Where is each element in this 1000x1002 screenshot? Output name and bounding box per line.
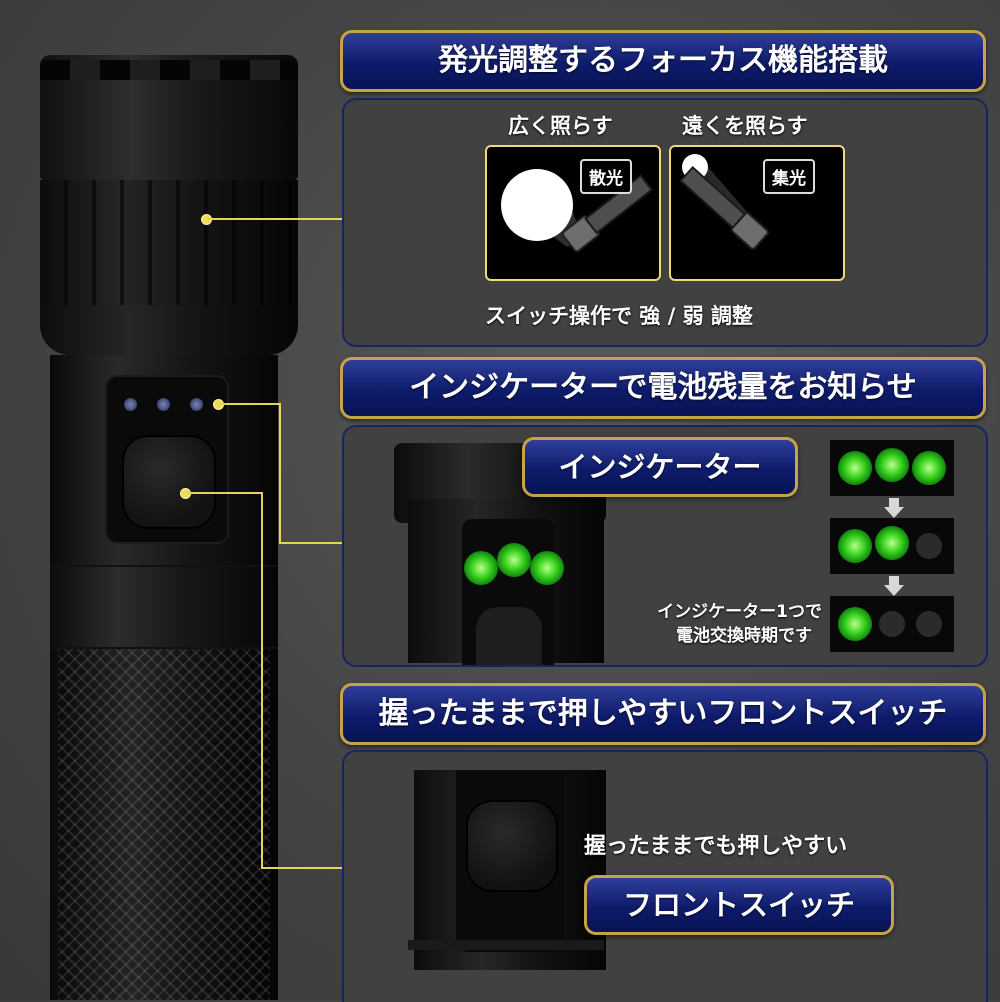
level-2-box [830, 518, 954, 574]
far-caption: 遠くを照らす [682, 114, 808, 138]
callout-line-indicator [279, 403, 281, 543]
wide-tag: 散光 [580, 159, 632, 194]
closeup-band [408, 940, 604, 950]
far-beam-graphic [679, 154, 769, 250]
closeup-led-on [464, 551, 498, 585]
flashlight-neck [40, 300, 298, 355]
switch-label: フロントスイッチ [584, 875, 894, 935]
down-arrow-icon [889, 498, 899, 507]
callout-line-switch [187, 492, 262, 494]
led-off [879, 611, 905, 637]
closeup-switch-button [466, 800, 558, 892]
closeup-switch [476, 607, 542, 665]
flashlight-band [50, 565, 278, 649]
led-on [838, 607, 872, 641]
callout-line-indicator [220, 403, 280, 405]
indicator-led [124, 398, 137, 411]
wide-beam-graphic [501, 169, 654, 253]
down-arrow-icon [884, 507, 904, 518]
led-on [912, 451, 946, 485]
flashlight-crown [40, 60, 298, 80]
indicator-led [190, 398, 203, 411]
down-arrow-icon [889, 576, 899, 585]
led-on [875, 448, 909, 482]
led-on [838, 529, 872, 563]
callout-line-switch [261, 492, 263, 868]
wide-beam-illustration [485, 145, 661, 281]
flashlight-knurled-grip [58, 648, 270, 1000]
led-off [916, 533, 942, 559]
indicator-panel: インジケーター インジケーター1つで 電池交換時期です [342, 425, 988, 667]
front-switch-button [122, 435, 216, 529]
closeup-led-on [530, 551, 564, 585]
callout-line-indicator [279, 542, 343, 544]
indicator-led [157, 398, 170, 411]
led-on [875, 526, 909, 560]
callout-line-switch [261, 867, 343, 869]
down-arrow-icon [884, 585, 904, 596]
led-off [916, 611, 942, 637]
wide-caption: 広く照らす [508, 114, 613, 138]
indicator-label: インジケーター [522, 437, 798, 497]
switch-banner: 握ったままで押しやすいフロントスイッチ [340, 683, 986, 745]
switch-caption: 握ったままでも押しやすい [584, 834, 848, 859]
far-beam-illustration [669, 145, 845, 281]
level-3-box [830, 440, 954, 496]
led-on [838, 451, 872, 485]
focus-panel: 広く照らす 遠くを照らす 散光 集光 スイッチ操作で 強 / 弱 調整 [342, 98, 988, 347]
indicator-note-line1: インジケーター1つで [657, 602, 822, 622]
level-1-box [830, 596, 954, 652]
indicator-note-line2: 電池交換時期です [676, 626, 812, 646]
far-tag: 集光 [763, 159, 815, 194]
indicator-banner: インジケーターで電池残量をお知らせ [340, 357, 986, 419]
focus-banner: 発光調整するフォーカス機能搭載 [340, 30, 986, 92]
focus-note: スイッチ操作で 強 / 弱 調整 [485, 304, 753, 328]
closeup-led-on [497, 543, 531, 577]
focus-ring-grooves [40, 180, 298, 305]
callout-line-focus [208, 218, 343, 220]
switch-panel-section: 握ったままでも押しやすい フロントスイッチ [342, 750, 988, 1002]
